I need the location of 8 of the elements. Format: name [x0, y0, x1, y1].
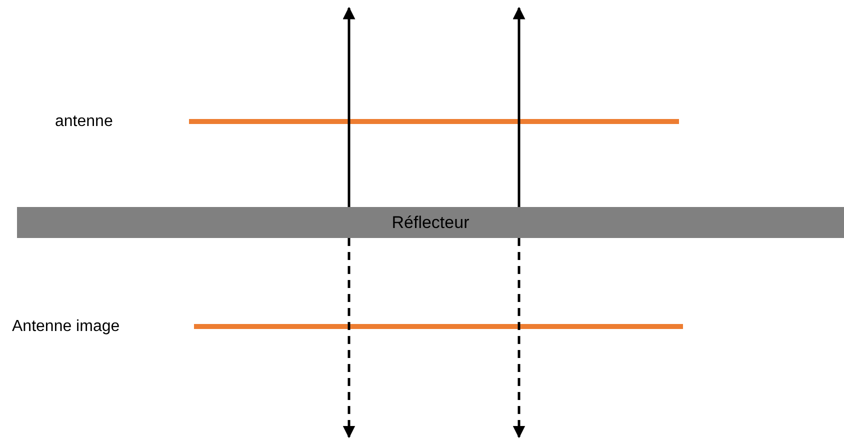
arrow	[512, 238, 526, 438]
arrow	[342, 6, 356, 207]
antenna-label: antenne	[55, 113, 113, 131]
reflector-band	[17, 207, 844, 238]
antenna-label: Antenne image	[12, 318, 120, 336]
reflector-label: Réflecteur	[392, 212, 470, 232]
arrow	[342, 238, 356, 438]
arrow	[512, 6, 526, 207]
